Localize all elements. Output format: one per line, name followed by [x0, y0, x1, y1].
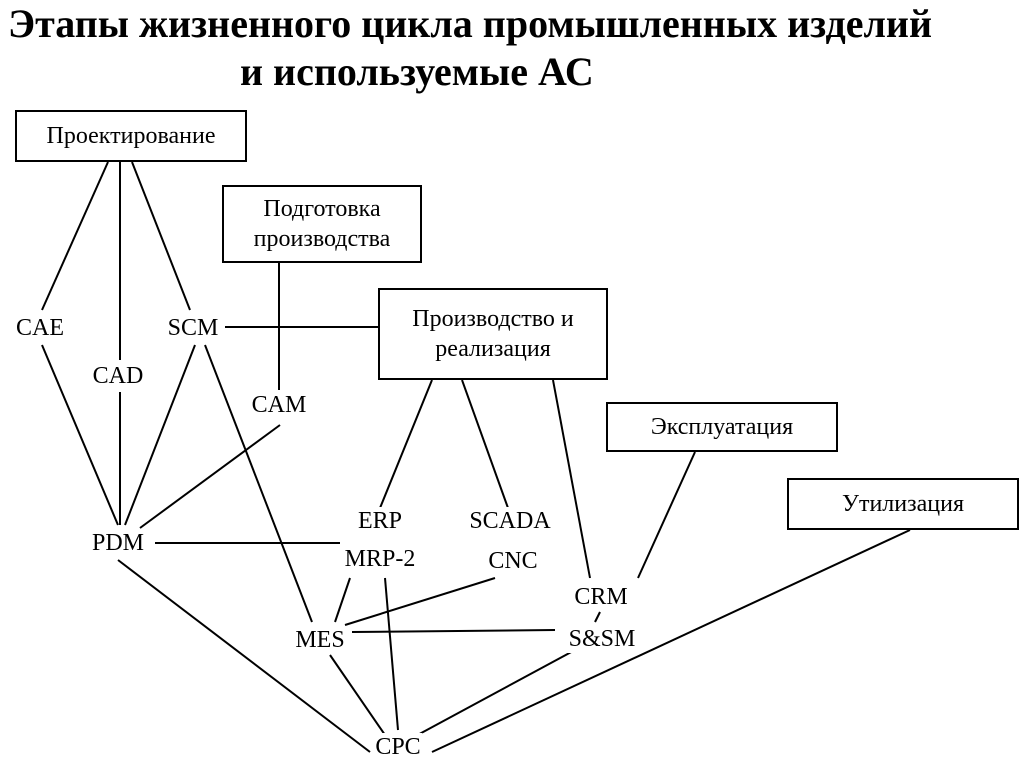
line-design-cae — [41, 161, 109, 311]
title-line-1: Этапы жизненного цикла промышленных изде… — [8, 1, 933, 46]
line-operation-crm — [637, 451, 696, 579]
stage-disposal: Утилизация — [787, 478, 1019, 530]
line-production-crm — [552, 379, 591, 579]
node-cae: CAE — [14, 314, 66, 342]
line-scm-mes — [204, 344, 313, 623]
line-mrp-cpc — [384, 577, 399, 731]
line-scm-pdm — [124, 344, 196, 526]
line-mes-ssm — [351, 629, 556, 633]
line-design-scm — [131, 161, 191, 311]
stage-production: Производство и реализация — [378, 288, 608, 380]
line-crm-ssm — [594, 611, 601, 623]
line-production-erp — [379, 379, 433, 509]
node-cad: CAD — [90, 362, 146, 390]
node-mes: MES — [293, 626, 347, 654]
node-crm: CRM — [572, 583, 630, 611]
line-disposal-cpc — [431, 529, 911, 753]
line-cae-pdm — [41, 344, 119, 526]
node-erp: ERP — [355, 507, 405, 535]
node-scada: SCADA — [467, 507, 553, 535]
node-cam: CAM — [249, 391, 309, 419]
node-scm: SCM — [165, 314, 221, 342]
line-mes-cpc — [329, 654, 386, 736]
line-pdm-cpc — [117, 559, 371, 753]
node-pdm: PDM — [89, 529, 147, 557]
node-cpc: CPC — [373, 733, 423, 761]
line-cam-pdm — [139, 424, 281, 529]
line-ssm-cpc — [411, 649, 576, 739]
node-mrp2: MRP-2 — [342, 545, 418, 573]
title-line-2: и используемые АС — [240, 49, 594, 94]
line-cnc-mes — [344, 577, 496, 626]
stage-production-prep: Подготовка производства — [222, 185, 422, 263]
stage-operation: Эксплуатация — [606, 402, 838, 452]
line-production-scada — [461, 379, 509, 509]
node-ssm: S&SM — [566, 625, 638, 653]
line-mrp-mes — [334, 577, 351, 623]
node-cnc: CNC — [486, 547, 540, 575]
stage-design: Проектирование — [15, 110, 247, 162]
